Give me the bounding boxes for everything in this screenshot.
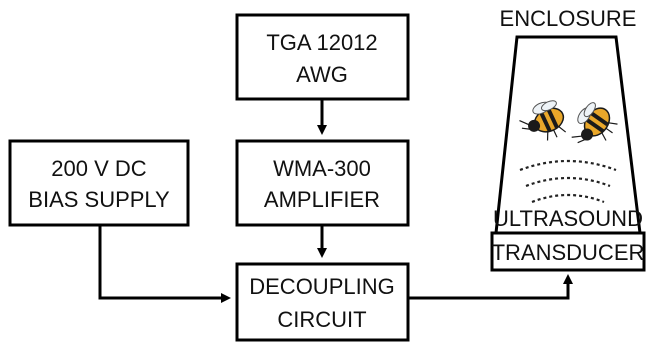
bias-to-decoupling-arrow bbox=[98, 225, 231, 303]
decoupling-to-transducer-arrow bbox=[408, 274, 573, 300]
bias-label-line2: BIAS SUPPLY bbox=[28, 187, 170, 212]
awg-block: TGA 12012 AWG bbox=[235, 13, 410, 101]
bias-supply-block: 200 V DC BIAS SUPPLY bbox=[8, 139, 190, 227]
amplifier-block: WMA-300 AMPLIFIER bbox=[235, 139, 410, 227]
amplifier-label-line2: AMPLIFIER bbox=[264, 187, 380, 212]
decoupling-circuit-block: DECOUPLING CIRCUIT bbox=[235, 262, 410, 342]
bee-icon bbox=[519, 100, 567, 141]
bias-label-line1: 200 V DC bbox=[51, 156, 146, 181]
amplifier-label-line1: WMA-300 bbox=[273, 156, 371, 181]
ultrasound-label: ULTRASOUND bbox=[493, 206, 643, 231]
enclosure-group: ENCLOSURE ULTRASOUND TRANSDUCER bbox=[490, 6, 646, 272]
bee-icon bbox=[571, 102, 618, 144]
decoupling-label-line2: CIRCUIT bbox=[277, 307, 366, 332]
transducer-label: TRANSDUCER bbox=[492, 240, 645, 265]
enclosure-outline bbox=[494, 35, 642, 235]
decoupling-label-line1: DECOUPLING bbox=[249, 274, 394, 299]
awg-label-line1: TGA 12012 bbox=[266, 30, 377, 55]
awg-label-line2: AWG bbox=[296, 62, 348, 87]
connections bbox=[98, 99, 573, 303]
transducer-box bbox=[490, 231, 646, 272]
ultrasound-waves-icon bbox=[519, 159, 617, 204]
enclosure-title: ENCLOSURE bbox=[500, 6, 637, 31]
